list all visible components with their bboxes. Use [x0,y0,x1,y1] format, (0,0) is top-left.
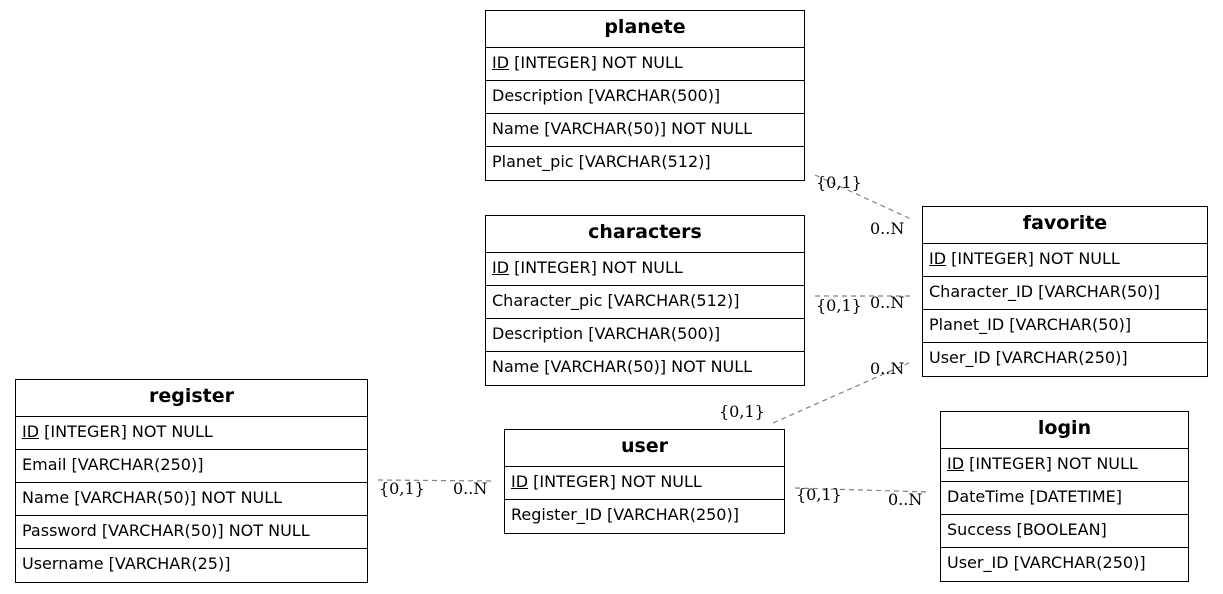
cardinality-characters-favorite-source: {0,1} [816,296,862,315]
entity-characters: characters ID [INTEGER] NOT NULL Charact… [485,215,805,386]
field-text: Character_pic [VARCHAR(512)] [492,291,740,310]
field-row: ID [INTEGER] NOT NULL [486,253,804,286]
field-text: [INTEGER] NOT NULL [528,472,702,491]
field-row: Password [VARCHAR(50)] NOT NULL [16,516,367,549]
field-text: Name [VARCHAR(50)] NOT NULL [492,119,753,138]
entity-user: user ID [INTEGER] NOT NULL Register_ID [… [504,429,785,534]
field-text: [INTEGER] NOT NULL [509,53,683,72]
field-text: Character_ID [VARCHAR(50)] [929,282,1160,301]
link-user-login [794,487,930,493]
field-row: Success [BOOLEAN] [941,515,1188,548]
field-text: [INTEGER] NOT NULL [964,454,1138,473]
cardinality-user-login-source: {0,1} [796,485,842,504]
field-row: Name [VARCHAR(50)] NOT NULL [16,483,367,516]
primary-key: ID [511,472,529,491]
field-text: Success [BOOLEAN] [947,520,1107,539]
entity-title: login [941,412,1188,449]
field-row: ID [INTEGER] NOT NULL [16,417,367,450]
field-row: Description [VARCHAR(500)] [486,319,804,352]
entity-title: favorite [923,207,1207,244]
field-row: User_ID [VARCHAR(250)] [941,548,1188,581]
field-text: Register_ID [VARCHAR(250)] [511,505,739,524]
cardinality-register-user-target: 0..N [453,479,488,498]
field-row: Description [VARCHAR(500)] [486,81,804,114]
primary-key: ID [22,422,40,441]
primary-key: ID [492,258,510,277]
field-row: Character_ID [VARCHAR(50)] [923,277,1207,310]
entity-title: planete [486,11,804,48]
field-text: [INTEGER] NOT NULL [39,422,213,441]
link-user-favorite [772,361,912,424]
field-text: Username [VARCHAR(25)] [22,554,231,573]
field-text: DateTime [DATETIME] [947,487,1122,506]
field-text: User_ID [VARCHAR(250)] [929,348,1128,367]
entity-register: register ID [INTEGER] NOT NULL Email [VA… [15,379,368,583]
entity-login: login ID [INTEGER] NOT NULL DateTime [DA… [940,411,1189,582]
field-text: User_ID [VARCHAR(250)] [947,553,1146,572]
field-row: Planet_pic [VARCHAR(512)] [486,147,804,180]
entity-favorite: favorite ID [INTEGER] NOT NULL Character… [922,206,1208,377]
field-row: ID [INTEGER] NOT NULL [941,449,1188,482]
field-row: ID [INTEGER] NOT NULL [505,467,784,500]
primary-key: ID [929,249,947,268]
cardinality-planete-favorite-target: 0..N [870,219,905,238]
primary-key: ID [947,454,965,473]
field-text: [INTEGER] NOT NULL [509,258,683,277]
field-text: Description [VARCHAR(500)] [492,86,721,105]
field-row: Username [VARCHAR(25)] [16,549,367,582]
field-row: User_ID [VARCHAR(250)] [923,343,1207,376]
entity-title: user [505,430,784,467]
field-row: Planet_ID [VARCHAR(50)] [923,310,1207,343]
field-text: Email [VARCHAR(250)] [22,455,204,474]
primary-key: ID [492,53,510,72]
field-text: Name [VARCHAR(50)] NOT NULL [22,488,283,507]
field-row: ID [INTEGER] NOT NULL [923,244,1207,277]
field-row: DateTime [DATETIME] [941,482,1188,515]
field-text: Description [VARCHAR(500)] [492,324,721,343]
entity-title: characters [486,216,804,253]
field-text: Name [VARCHAR(50)] NOT NULL [492,357,753,376]
field-text: Password [VARCHAR(50)] NOT NULL [22,521,310,540]
field-row: Name [VARCHAR(50)] NOT NULL [486,352,804,385]
cardinality-characters-favorite-target: 0..N [870,293,905,312]
cardinality-register-user-source: {0,1} [379,479,425,498]
entity-planete: planete ID [INTEGER] NOT NULL Descriptio… [485,10,805,181]
field-row: Register_ID [VARCHAR(250)] [505,500,784,533]
field-row: ID [INTEGER] NOT NULL [486,48,804,81]
link-register-user [377,479,493,482]
cardinality-user-favorite-source: {0,1} [719,402,765,421]
cardinality-planete-favorite-source: {0,1} [816,173,862,192]
entity-title: register [16,380,367,417]
cardinality-user-favorite-target: 0..N [870,359,905,378]
field-text: Planet_pic [VARCHAR(512)] [492,152,711,171]
field-row: Name [VARCHAR(50)] NOT NULL [486,114,804,147]
field-row: Character_pic [VARCHAR(512)] [486,286,804,319]
field-row: Email [VARCHAR(250)] [16,450,367,483]
field-text: [INTEGER] NOT NULL [946,249,1120,268]
field-text: Planet_ID [VARCHAR(50)] [929,315,1132,334]
cardinality-user-login-target: 0..N [888,490,923,509]
